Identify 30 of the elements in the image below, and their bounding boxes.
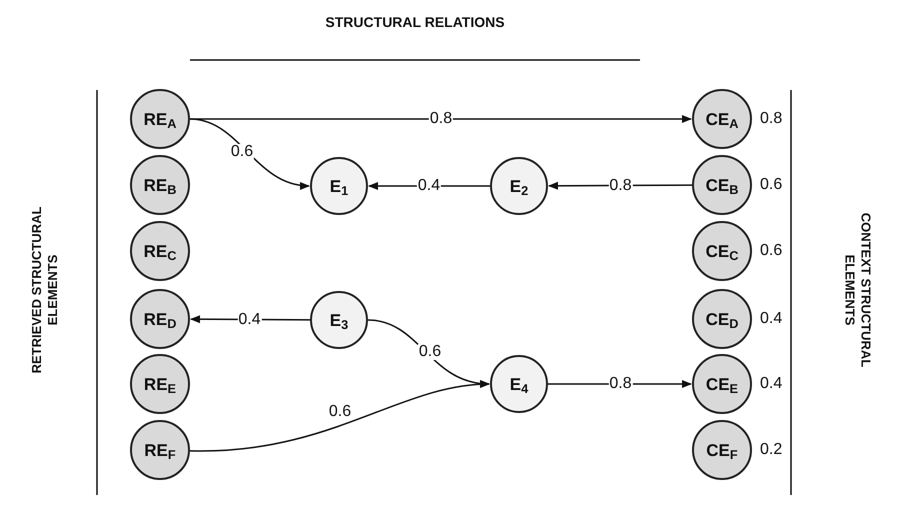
node-label: CE$_{D}$ xyxy=(706,310,738,328)
weight-value: 0.6 xyxy=(760,243,782,259)
node-label: CE$_{E}$ xyxy=(706,376,738,392)
edge-label: 0.6 xyxy=(418,344,442,360)
diagram-title: STRUCTURAL RELATIONS xyxy=(324,13,506,32)
node-label: RE$_{F}$ xyxy=(144,442,176,458)
edge-label: 0.6 xyxy=(230,144,254,160)
node-label: E$_{4}$ xyxy=(510,376,528,392)
axis-title: CONTEXT STRUCTURAL ELEMENTS xyxy=(841,212,874,370)
node-label: CE$_{B}$ xyxy=(706,176,738,194)
node-label: CE$_{F}$ xyxy=(706,442,738,458)
node-label: RE$_{E}$ xyxy=(144,376,176,392)
weight-value: 0.4 xyxy=(760,376,782,392)
edge-label: 0.8 xyxy=(608,178,633,194)
node-label: RE$_{A}$ xyxy=(144,110,176,128)
node-label: E$_{1}$ xyxy=(330,178,348,194)
node-label: RE$_{B}$ xyxy=(144,176,176,194)
arrow xyxy=(190,380,490,452)
weight-value: 0.6 xyxy=(760,177,782,193)
weight-value: 0.8 xyxy=(760,111,782,127)
weight-value: 0.4 xyxy=(760,311,782,327)
node-label: E$_{3}$ xyxy=(330,312,348,328)
weight-value: 0.2 xyxy=(760,442,782,458)
axis-title: RETRIEVED STRUCTURAL ELEMENTS xyxy=(28,206,61,376)
node-label: CE$_{C}$ xyxy=(706,242,738,260)
node-label: RE$_{C}$ xyxy=(144,242,176,260)
node-label: E$_{2}$ xyxy=(510,178,528,194)
node-label: RE$_{D}$ xyxy=(144,310,176,328)
node-label: CE$_{A}$ xyxy=(706,110,738,128)
edge-label: 0.4 xyxy=(237,312,262,328)
